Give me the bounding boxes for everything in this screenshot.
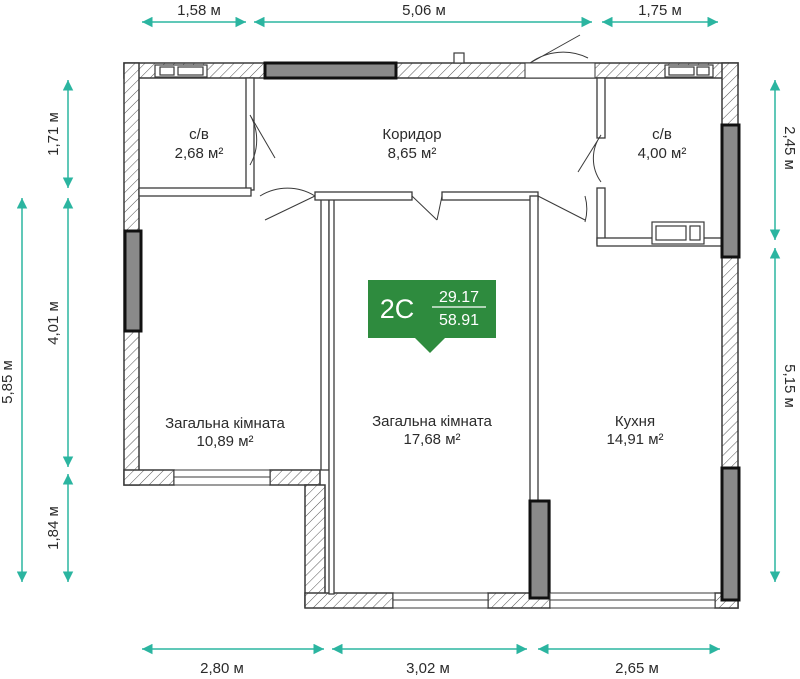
- radiators: [154, 52, 714, 245]
- room-wc-left-name: с/в: [189, 126, 209, 143]
- dim-left-inner-3: 1,84 м: [45, 506, 62, 550]
- dim-left-inner-1: 1,71 м: [45, 112, 62, 156]
- badge-living-area: 29.17: [439, 289, 479, 306]
- dim-left-outer: 5,85 м: [0, 360, 16, 404]
- dim-top-2: 5,06 м: [402, 2, 446, 19]
- structural-right-bottom: [720, 466, 741, 602]
- door-wc-right: [577, 134, 602, 183]
- badge-shape: [368, 280, 496, 353]
- partition-left-room-right: [320, 195, 330, 471]
- room-living-mid-area: 17,68 м²: [403, 431, 460, 448]
- dim-top-1: 1,58 м: [177, 2, 221, 19]
- badge-code: 2С: [380, 294, 415, 324]
- wall-top: [123, 62, 739, 79]
- wall-bottom-1: [304, 592, 394, 609]
- room-labels: с/в 2,68 м² Коридор 8,65 м² с/в 4,00 м² …: [165, 126, 686, 450]
- wall-step: [304, 484, 326, 608]
- dim-bottom-3: 2,65 м: [615, 660, 659, 677]
- wall-bottom-left-2: [269, 469, 321, 486]
- room-living-left-name: Загальна кімната: [165, 415, 285, 432]
- vent-top: [453, 52, 465, 64]
- partition-wc-right-left-2: [596, 187, 606, 245]
- structural-left: [123, 229, 143, 333]
- structural-top: [263, 61, 398, 80]
- partition-corridor-bottom-2: [441, 191, 539, 201]
- door-left-room: [259, 187, 316, 221]
- partition-middle-right: [529, 195, 539, 502]
- door-wc-left: [249, 114, 276, 166]
- partition-wc-right-left: [596, 77, 606, 139]
- dim-top-3: 1,75 м: [638, 2, 682, 19]
- dim-bottom-1: 2,80 м: [200, 660, 244, 677]
- partition-wc-left-bottom: [138, 187, 252, 197]
- room-kitchen-area: 14,91 м²: [606, 431, 663, 448]
- dim-right-2: 5,15 м: [781, 364, 798, 408]
- badge-total-area: 58.91: [439, 312, 479, 329]
- room-living-left-area: 10,89 м²: [196, 433, 253, 450]
- wall-bottom-left: [123, 469, 175, 486]
- partition-corridor-bottom-1: [314, 191, 413, 201]
- dim-left-inner-2: 4,01 м: [45, 301, 62, 345]
- room-living-mid-name: Загальна кімната: [372, 413, 492, 430]
- windows: [173, 62, 716, 609]
- room-corridor-name: Коридор: [382, 126, 441, 143]
- door-kitchen: [537, 195, 588, 223]
- partition-wc-left-right: [245, 77, 255, 191]
- room-kitchen-name: Кухня: [615, 413, 655, 430]
- dim-right-1: 2,45 м: [781, 126, 798, 170]
- room-wc-right-area: 4,00 м²: [638, 145, 687, 162]
- doors: [249, 34, 602, 223]
- window-top-right: [524, 62, 596, 79]
- dimension-lines: [16, 16, 781, 655]
- room-wc-right-name: с/в: [652, 126, 672, 143]
- room-wc-left-area: 2,68 м²: [175, 145, 224, 162]
- structural-right-top: [720, 123, 741, 259]
- apartment-badge: 2С 29.17 58.91: [368, 280, 496, 353]
- partition-middle-left: [328, 195, 335, 595]
- door-middle-room: [411, 195, 443, 221]
- dim-bottom-2: 3,02 м: [406, 660, 450, 677]
- room-corridor-area: 8,65 м²: [388, 145, 437, 162]
- door-entry: [529, 34, 589, 64]
- structural-bottom-mid: [528, 499, 551, 600]
- structural-segments: [123, 61, 741, 602]
